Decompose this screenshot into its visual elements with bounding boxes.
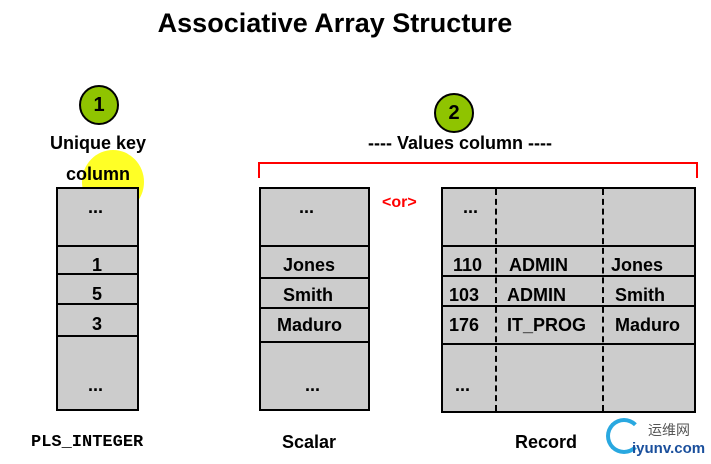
- scalar-cell: Maduro: [277, 315, 342, 335]
- key-cell: 5: [92, 284, 103, 304]
- scalar-cell: ...: [299, 197, 315, 217]
- record-cell: ADMIN: [507, 285, 566, 305]
- key-label-line2: column: [65, 164, 130, 184]
- record-cell: IT_PROG: [507, 315, 587, 335]
- record-cell: ...: [463, 197, 479, 217]
- record-column: ... 110 ADMIN Jones 103 ADMIN Smith 176 …: [441, 187, 696, 413]
- record-cell: Smith: [615, 285, 666, 305]
- record-caption: Record: [515, 432, 578, 452]
- key-cell: 1: [92, 255, 103, 275]
- scalar-cell: Jones: [283, 255, 336, 275]
- diagram-title: Associative Array Structure: [157, 8, 513, 38]
- key-cell: ...: [88, 197, 104, 217]
- scalar-caption: Scalar: [282, 432, 337, 452]
- key-cell: ...: [88, 375, 104, 395]
- record-cell: Jones: [611, 255, 664, 275]
- scalar-column: ... Jones Smith Maduro ...: [259, 187, 370, 411]
- or-label: <or>: [382, 194, 417, 211]
- record-cell: 103: [449, 285, 480, 305]
- key-cell: 3: [92, 314, 103, 334]
- watermark-en: iyunv.com: [632, 440, 706, 457]
- watermark-logo-icon: [606, 418, 642, 454]
- key-column: ... 1 5 3 ...: [56, 187, 139, 411]
- scalar-cell: ...: [305, 375, 321, 395]
- marker-1: 1: [79, 85, 119, 125]
- scalar-cell: Smith: [283, 285, 334, 305]
- values-bracket: [258, 162, 698, 178]
- key-label-line1: Unique key: [49, 133, 147, 153]
- watermark-cn: 运维网: [648, 422, 690, 438]
- key-caption: PLS_INTEGER: [31, 433, 144, 452]
- record-cell: 110: [453, 255, 483, 275]
- record-cell: ADMIN: [509, 255, 568, 275]
- record-cell: Maduro: [615, 315, 680, 335]
- record-cell: 176: [449, 315, 480, 335]
- marker-2: 2: [434, 93, 474, 133]
- record-cell: ...: [455, 375, 471, 395]
- values-label: ---- Values column ----: [368, 133, 552, 153]
